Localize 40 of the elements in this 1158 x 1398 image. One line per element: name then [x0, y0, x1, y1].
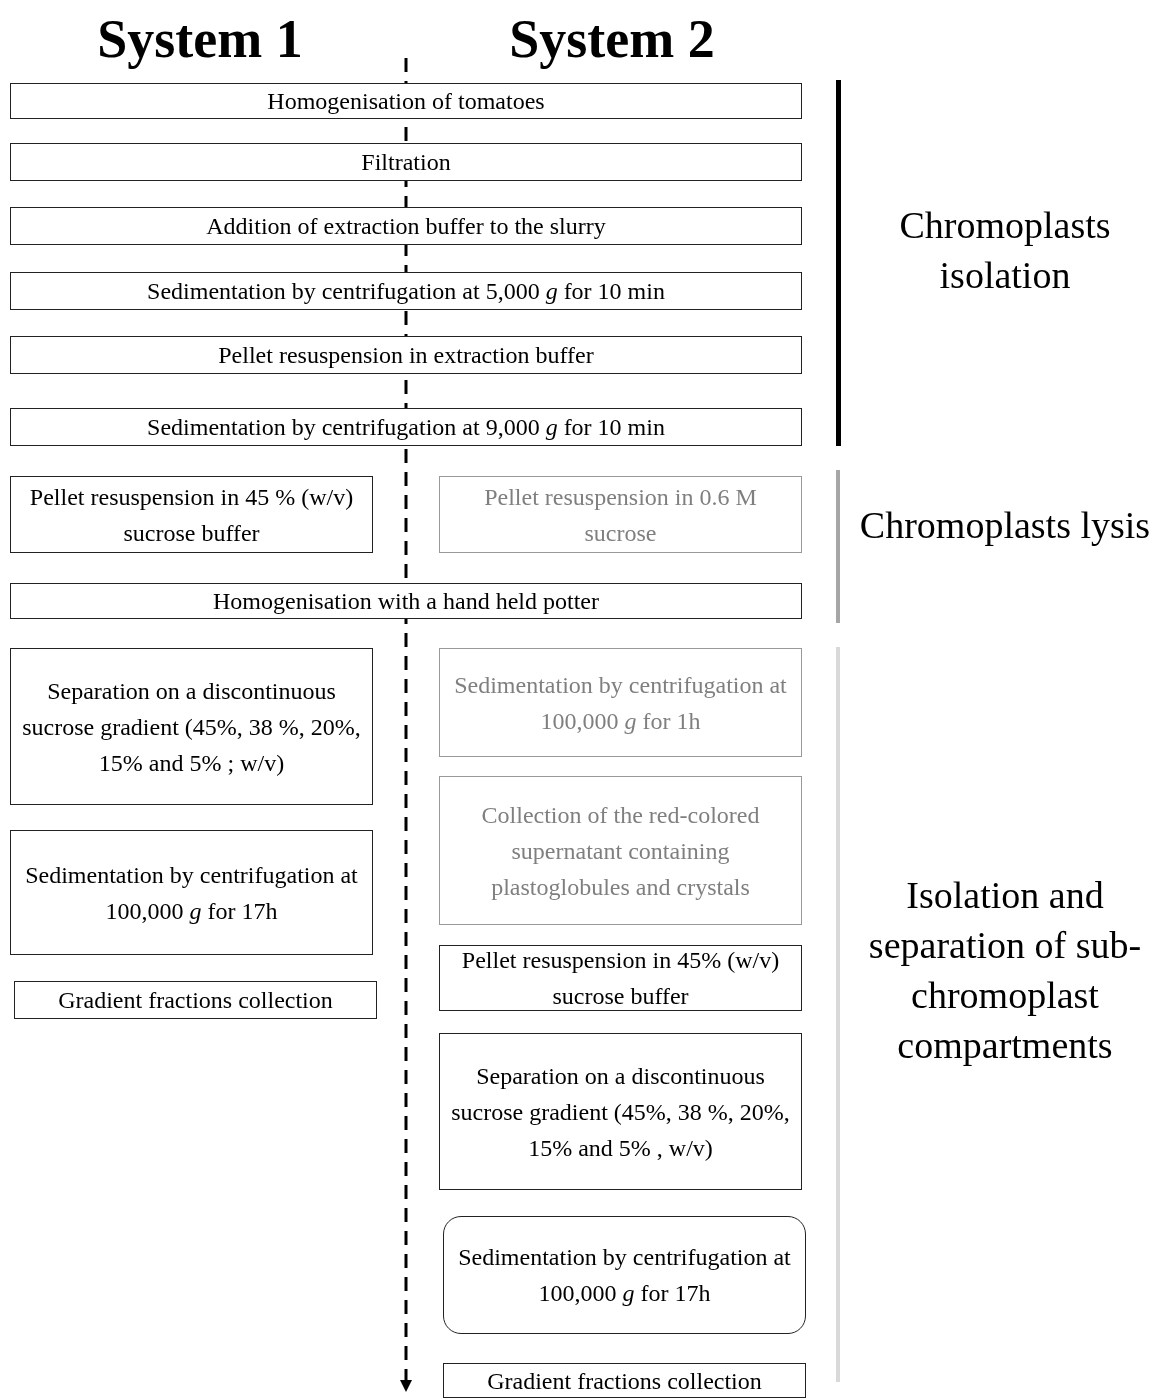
step-box — [443, 1363, 806, 1398]
step-box — [439, 648, 802, 757]
stage-label: Isolation and separation of sub-chromoplast compartments — [867, 873, 1143, 1068]
step-text: Sedimentation by centrifugation at 100,000 g for 17h — [457, 1243, 792, 1308]
step-text: Homogenisation with a hand held potter — [213, 587, 599, 616]
step-box — [10, 648, 373, 805]
stage-label: Chromoplasts lysis — [858, 503, 1152, 548]
step-text: Pellet resuspension in 45 % (w/v) sucrose buffer — [28, 482, 355, 548]
step-box — [443, 1216, 806, 1334]
step-box — [10, 830, 373, 955]
step-box — [439, 1033, 802, 1190]
step-text: Separation on a discontinuous sucrose gradient (45%, 38 %, 20%, 15% and 5% , w/v) — [450, 1061, 791, 1163]
step-box — [10, 336, 802, 374]
step-text: Sedimentation by centrifugation at 9,000 g for 10 min — [147, 413, 665, 442]
step-box — [10, 207, 802, 245]
step-box — [10, 583, 802, 619]
step-text: Sedimentation by centrifugation at 5,000 g for 10 min — [147, 277, 665, 306]
step-box — [439, 476, 802, 553]
step-text: Sedimentation by centrifugation at 100,000 g for 17h — [24, 860, 359, 926]
step-text: Pellet resuspension in 45% (w/v) sucrose buffer — [460, 946, 781, 1011]
step-text: Collection of the red-colored supernatant containing plastoglobules and crystals — [480, 800, 761, 902]
step-box — [10, 408, 802, 446]
step-text: Pellet resuspension in extraction buffer — [218, 341, 594, 370]
stage-label: Chromoplasts isolation — [898, 203, 1112, 298]
step-box — [10, 143, 802, 181]
step-text: Sedimentation by centrifugation at 100,000 g for 1h — [453, 670, 788, 736]
step-box — [10, 476, 373, 553]
step-box — [10, 272, 802, 310]
step-text: Filtration — [361, 148, 451, 177]
step-box — [10, 83, 802, 119]
system-heading: System 1 — [96, 8, 304, 70]
step-text: Gradient fractions collection — [487, 1366, 762, 1396]
step-box — [14, 981, 377, 1019]
step-text: Separation on a discontinuous sucrose gradient (45%, 38 %, 20%, 15% and 5% ; w/v) — [21, 676, 362, 778]
step-box — [439, 776, 802, 925]
system-heading: System 2 — [508, 8, 716, 70]
step-text: Gradient fractions collection — [58, 986, 333, 1015]
step-text: Pellet resuspension in 0.6 M sucrose — [483, 482, 758, 548]
step-text: Homogenisation of tomatoes — [267, 87, 545, 116]
step-text: Addition of extraction buffer to the slurry — [206, 212, 606, 241]
